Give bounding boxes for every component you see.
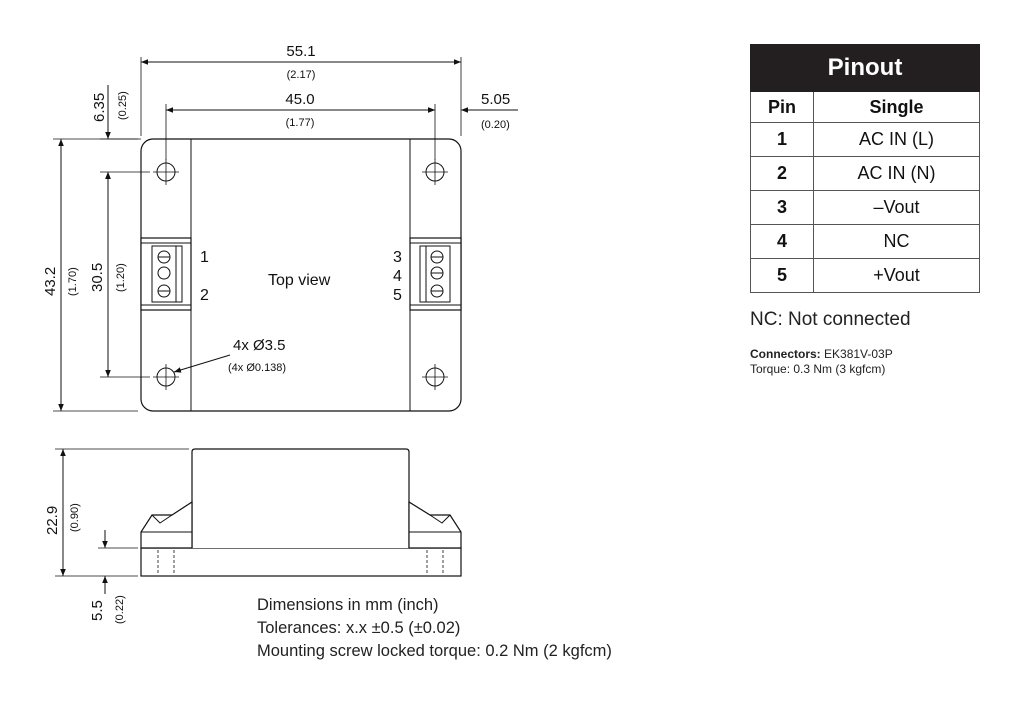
- torque-note: Torque: 0.3 Nm (3 kgfcm): [750, 362, 886, 376]
- note-line: Mounting screw locked torque: 0.2 Nm (2 …: [257, 642, 612, 660]
- connector-note: Connectors: EK381V-03P Torque: 0.3 Nm (3…: [750, 347, 893, 377]
- col-header-pin: Pin: [750, 91, 814, 123]
- col-header-single: Single: [813, 91, 980, 123]
- drawing-notes: Dimensions in mm (inch) Tolerances: x.x …: [257, 594, 612, 663]
- pin-number: 3: [750, 190, 814, 225]
- dim-flange-height: 5.5: [89, 600, 106, 621]
- side-flange: [140, 547, 462, 577]
- dim-edge-top-inch: (0.25): [117, 91, 129, 120]
- dim-flange-height-inch: (0.22): [114, 595, 126, 624]
- dim-edge-right-inch: (0.20): [481, 119, 510, 131]
- dim-side-height-inch: (0.90): [69, 503, 81, 532]
- dim-edge-right: 5.05: [481, 91, 510, 108]
- mounting-hole: [153, 364, 179, 390]
- dim-hole-pitch-x-inch: (1.77): [286, 117, 315, 129]
- table-row: 5 +Vout: [750, 258, 980, 293]
- pin-number: 2: [750, 156, 814, 191]
- dim-overall-width: 55.1: [286, 43, 315, 60]
- note-line: Dimensions in mm (inch): [257, 596, 439, 614]
- dim-overall-height-inch: (1.70): [67, 267, 79, 296]
- dim-overall-width-inch: (2.17): [287, 69, 316, 81]
- dim-side-height: 22.9: [44, 506, 61, 535]
- dim-hole-pitch-y: 30.5: [89, 263, 106, 292]
- pin-function: +Vout: [813, 258, 980, 293]
- pin-function: AC IN (L): [813, 122, 980, 157]
- pin-function: –Vout: [813, 190, 980, 225]
- mounting-hole: [153, 159, 179, 185]
- top-view: 1 2 3 4 5 Top view 55.1 (2.17) 45.0 (1.7…: [42, 43, 518, 412]
- nc-note: NC: Not connected: [750, 309, 911, 330]
- pinout-table: Pinout Pin Single 1 AC IN (L) 2 AC IN (N…: [750, 44, 980, 293]
- pin-label-1: 1: [200, 249, 209, 266]
- mounting-hole: [422, 159, 448, 185]
- table-row: 1 AC IN (L): [750, 122, 980, 157]
- hole-callout-inch: (4x Ø0.138): [228, 362, 286, 374]
- pin-label-4: 4: [393, 268, 402, 285]
- pin-number: 4: [750, 224, 814, 259]
- table-row: 3 –Vout: [750, 190, 980, 225]
- dim-hole-pitch-x: 45.0: [285, 91, 314, 108]
- pin-number: 5: [750, 258, 814, 293]
- side-body: [191, 448, 410, 548]
- side-view: 22.9 (0.90) 5.5 (0.22): [44, 448, 462, 624]
- connectors-value: EK381V-03P: [824, 347, 893, 361]
- dim-hole-pitch-y-inch: (1.20): [115, 263, 127, 292]
- pin-label-3: 3: [393, 249, 402, 266]
- dim-edge-top: 6.35: [91, 93, 108, 122]
- pinout-title: Pinout: [750, 44, 980, 92]
- dim-overall-height: 43.2: [42, 267, 59, 296]
- pin-function: AC IN (N): [813, 156, 980, 191]
- table-row: 4 NC: [750, 224, 980, 259]
- pin-label-2: 2: [200, 287, 209, 304]
- hole-callout: 4x Ø3.5: [233, 337, 286, 354]
- right-terminal-block: [409, 237, 462, 311]
- note-line: Tolerances: x.x ±0.5 (±0.02): [257, 619, 461, 637]
- left-terminal-block: [140, 237, 192, 311]
- connectors-label: Connectors:: [750, 347, 821, 361]
- pin-label-5: 5: [393, 287, 402, 304]
- pin-function: NC: [813, 224, 980, 259]
- top-view-title: Top view: [268, 272, 331, 289]
- pin-number: 1: [750, 122, 814, 157]
- table-row: 2 AC IN (N): [750, 156, 980, 191]
- mounting-hole: [422, 364, 448, 390]
